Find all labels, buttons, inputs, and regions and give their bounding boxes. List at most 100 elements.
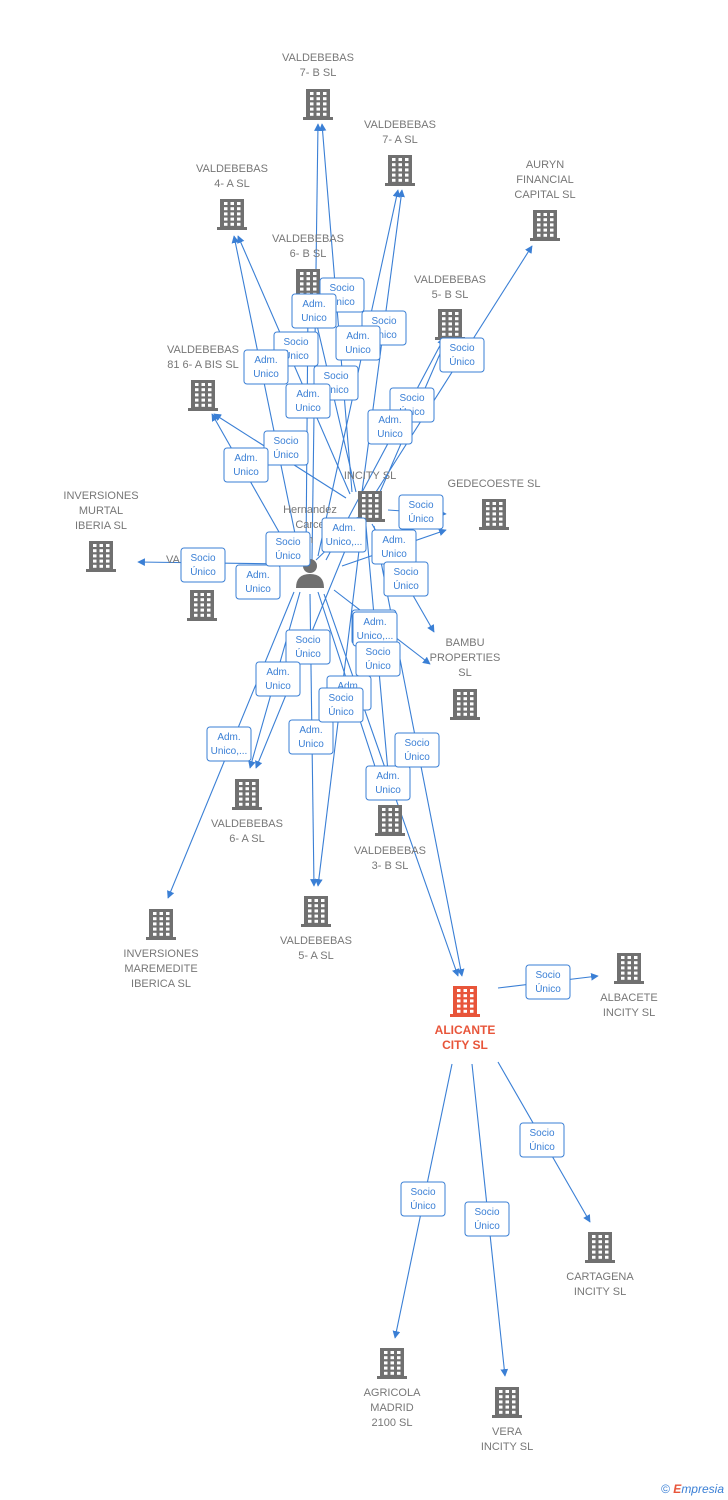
edge-label[interactable]: Adm.Unico xyxy=(235,564,281,600)
node-label: MADRID xyxy=(370,1402,413,1414)
edge-label-text: Unico,... xyxy=(211,746,248,757)
edge-label-text: Socio xyxy=(449,343,474,354)
node-label: IBERIA SL xyxy=(75,520,127,532)
node-label: Hernandez xyxy=(283,504,337,516)
node-label: IBERICA SL xyxy=(131,978,191,990)
edge-label-text: Único xyxy=(273,448,299,461)
edge-label-text: Único xyxy=(275,549,301,562)
node-gedecoeste[interactable]: GEDECOESTE SL xyxy=(448,478,541,530)
edge-label-text: Único xyxy=(328,705,354,718)
building-icon xyxy=(450,986,480,1017)
edge-label-text: Único xyxy=(449,355,475,368)
edge-label[interactable]: Adm. Unico,... xyxy=(352,611,398,647)
node-cartagena[interactable]: CARTAGENA INCITY SL xyxy=(566,1232,634,1298)
building-icon xyxy=(585,1232,615,1263)
edge-label-text: Unico xyxy=(298,739,324,750)
edge-label[interactable]: Adm.Unico,... xyxy=(321,517,367,553)
edge-label-text: Único xyxy=(529,1140,555,1153)
edge-label-text: Unico,... xyxy=(357,631,394,642)
node-label: CARTAGENA xyxy=(566,1271,634,1283)
node-label: INCITY SL xyxy=(481,1441,533,1453)
edge-label-text: Socio xyxy=(328,693,353,704)
node-label: INCITY SL xyxy=(574,1286,626,1298)
edge-label-text: Único xyxy=(393,579,419,592)
building-icon xyxy=(479,499,509,530)
edge-label-text: Unico xyxy=(377,429,403,440)
edge-label[interactable]: Adm. Unico xyxy=(367,409,413,445)
edge-label-text: Adm. xyxy=(363,617,386,628)
node-label: 5- A SL xyxy=(298,950,333,962)
edge-label-text: Unico xyxy=(233,467,259,478)
node-label: BAMBU xyxy=(445,637,484,649)
building-icon xyxy=(303,89,333,120)
node-label: 5- B SL xyxy=(432,289,469,301)
edge-label[interactable]: Adm.Unico xyxy=(255,661,301,697)
edge-label[interactable]: Adm.Unico xyxy=(223,447,269,483)
building-icon xyxy=(232,779,262,810)
edge-label[interactable]: Adm.Unico xyxy=(288,719,334,755)
node-label: VALDEBEBAS xyxy=(364,119,436,131)
brand-name: mpresia xyxy=(681,1482,724,1496)
node-label: VALDEBEBAS xyxy=(280,935,352,947)
node-label: 7- B SL xyxy=(300,67,337,79)
edge-label-text: Unico xyxy=(381,549,407,560)
edge-label-text: Socio xyxy=(190,553,215,564)
edge-label-text: Unico,... xyxy=(326,537,363,548)
edge-label-text: Socio xyxy=(408,500,433,511)
edge-label[interactable]: Adm.Unico xyxy=(291,293,337,329)
edge-label[interactable]: Adm.Unico xyxy=(365,765,411,801)
edge-label[interactable]: Adm.Unico xyxy=(243,349,289,385)
building-icon xyxy=(435,309,465,340)
edge-label-text: Adm. xyxy=(254,355,277,366)
node-valdebebas5a[interactable]: VALDEBEBAS 5- A SL xyxy=(280,896,352,962)
empresia-watermark[interactable]: © Empresia xyxy=(661,1482,724,1496)
edge-label-text: Adm. xyxy=(378,415,401,426)
edge-label[interactable]: Adm.Unico xyxy=(285,383,331,419)
edge-label[interactable]: Adm.Unico xyxy=(371,529,417,565)
edge-label-text: Único xyxy=(190,565,216,578)
edge-label-text: Socio xyxy=(474,1207,499,1218)
node-label: 3- B SL xyxy=(372,860,409,872)
edge-label[interactable]: Adm.Unico xyxy=(335,325,381,361)
edge-label-text: Unico xyxy=(245,584,271,595)
edge-label[interactable]: Adm.Unico,... xyxy=(206,726,252,762)
node-label: MAREMEDITE xyxy=(124,963,197,975)
edge-label-text: Socio xyxy=(273,436,298,447)
node-incity[interactable]: INCITY SL xyxy=(344,470,396,522)
building-icon xyxy=(187,590,217,621)
building-icon xyxy=(217,199,247,230)
node-label: VALDEBEBAS xyxy=(167,344,239,356)
edge-label-text: Unico xyxy=(301,313,327,324)
